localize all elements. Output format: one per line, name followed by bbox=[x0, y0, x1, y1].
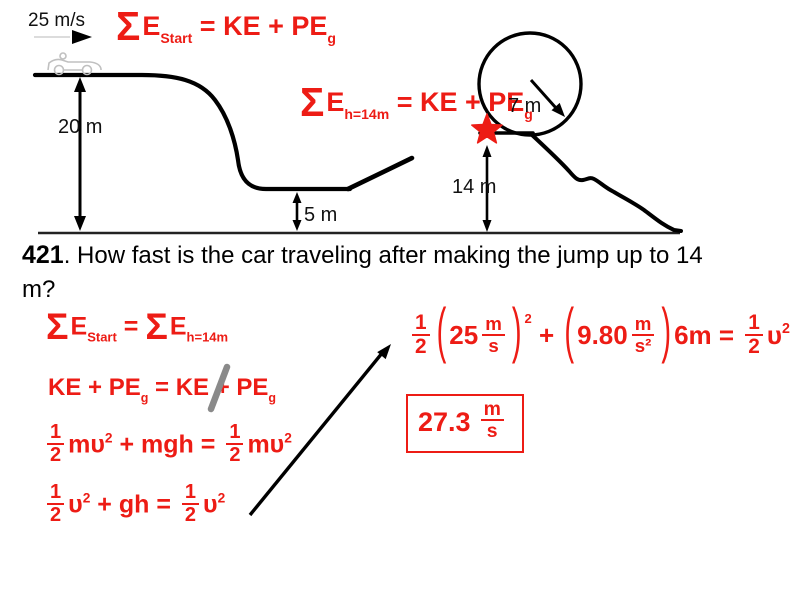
denominator: 2 bbox=[184, 504, 196, 526]
left-paren: ( bbox=[436, 298, 447, 366]
denominator: s² bbox=[634, 334, 652, 356]
sigma-icon: Σ bbox=[116, 3, 141, 49]
superscript-2: 2 bbox=[524, 311, 532, 326]
eq-term: + mgh = bbox=[112, 430, 223, 459]
eq-rhs: = KE + PE bbox=[389, 87, 525, 118]
denominator: 2 bbox=[748, 334, 760, 358]
subscript-start: Start bbox=[160, 29, 193, 46]
denominator: s bbox=[488, 334, 499, 356]
speed-value: 25 bbox=[449, 319, 479, 350]
eq-term: mυ bbox=[68, 430, 105, 459]
sigma-icon: Σ bbox=[46, 305, 69, 347]
eq-term: υ bbox=[68, 490, 83, 519]
denominator: 2 bbox=[229, 444, 241, 466]
equation-work-line1: ΣEStart = ΣEh=14m bbox=[46, 305, 229, 347]
eq-term: mυ bbox=[247, 430, 285, 459]
eq-term: υ bbox=[203, 490, 218, 519]
right-paren: ) bbox=[661, 298, 672, 366]
question-line2: m? bbox=[22, 275, 56, 303]
subscript-start: Start bbox=[87, 329, 117, 345]
subscript-h14: h=14m bbox=[186, 329, 229, 345]
numerator: 1 bbox=[412, 312, 430, 336]
subscript-g: g bbox=[140, 390, 149, 405]
numerator: 1 bbox=[47, 422, 65, 445]
numerator: 1 bbox=[47, 482, 65, 505]
eq-rhs: = KE + PE bbox=[192, 11, 328, 42]
sigma-icon: Σ bbox=[145, 305, 168, 347]
denominator: 2 bbox=[50, 444, 62, 466]
sigma-icon: Σ bbox=[300, 79, 325, 125]
subscript-g: g bbox=[327, 29, 336, 46]
question-text: 421. How fast is the car traveling after… bbox=[22, 238, 703, 306]
equals-sign: = bbox=[711, 319, 742, 350]
energy-symbol: E bbox=[326, 87, 345, 118]
eq-term: = KE + PE bbox=[148, 374, 269, 401]
superscript-2: 2 bbox=[217, 490, 226, 506]
subscript-h14: h=14m bbox=[344, 105, 390, 122]
numerator: 1 bbox=[226, 422, 244, 445]
subscript-g: g bbox=[268, 390, 277, 405]
numerator: 1 bbox=[181, 482, 199, 505]
superscript-2: 2 bbox=[82, 490, 91, 506]
numerator: m bbox=[631, 314, 655, 336]
answer-value: 27.3 bbox=[418, 406, 471, 437]
equals-sign: = bbox=[116, 312, 146, 341]
eq-term: υ bbox=[766, 319, 783, 350]
left-paren: ( bbox=[564, 298, 575, 366]
numerator: m bbox=[480, 398, 504, 422]
denominator: 2 bbox=[50, 504, 62, 526]
energy-symbol: E bbox=[70, 312, 88, 341]
equation-work-line2: KE + PEg = KE + PEg bbox=[48, 374, 276, 405]
question-body: . How fast is the car traveling after ma… bbox=[63, 242, 703, 269]
denominator: 2 bbox=[415, 334, 427, 358]
equation-sum-h14-top: ΣEh=14m = KE + PEg bbox=[300, 82, 533, 123]
height-term: 6m bbox=[674, 319, 712, 350]
right-paren: ) bbox=[511, 298, 522, 366]
question-line1: 421. How fast is the car traveling after… bbox=[22, 238, 703, 273]
superscript-2: 2 bbox=[104, 430, 113, 446]
plus-sign: + bbox=[531, 319, 562, 350]
eq-term: KE + PE bbox=[48, 374, 141, 401]
energy-symbol: E bbox=[142, 11, 161, 42]
energy-symbol: E bbox=[169, 312, 187, 341]
superscript-2: 2 bbox=[284, 430, 292, 446]
superscript-2: 2 bbox=[782, 321, 790, 338]
subscript-g: g bbox=[524, 105, 533, 122]
eq-term: + gh = bbox=[90, 490, 178, 519]
gravity-value: 9.80 bbox=[577, 319, 628, 350]
question-number: 421 bbox=[22, 241, 64, 269]
numerator: 1 bbox=[745, 312, 763, 336]
numerator: m bbox=[482, 314, 505, 336]
denominator: s bbox=[486, 420, 498, 443]
equation-sum-start-top: ΣEStart = KE + PEg bbox=[116, 6, 336, 47]
